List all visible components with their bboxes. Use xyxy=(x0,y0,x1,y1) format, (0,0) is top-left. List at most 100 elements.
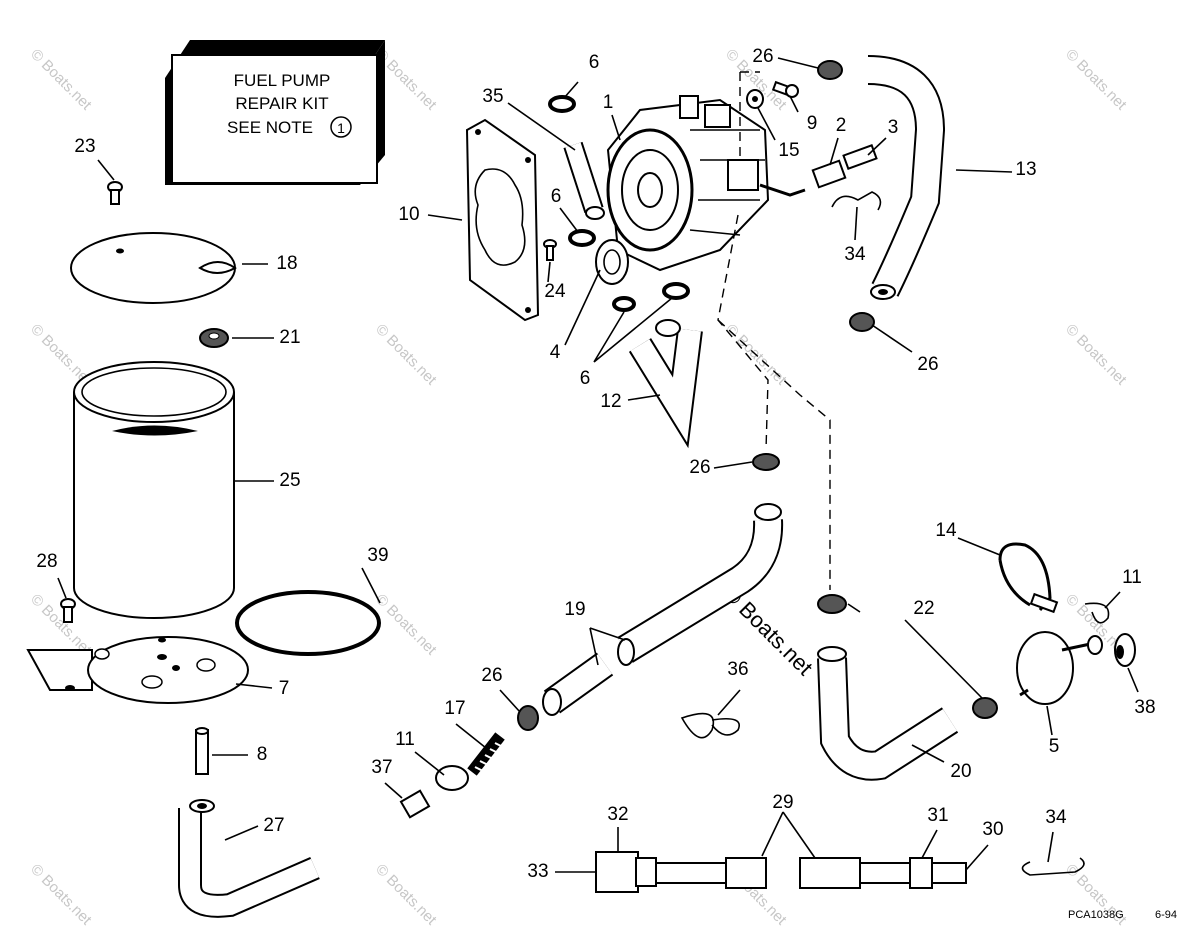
callout-26: 26 xyxy=(689,457,710,478)
callout-5: 5 xyxy=(1049,736,1060,757)
callout-26: 26 xyxy=(481,665,502,686)
callout-29: 29 xyxy=(772,792,793,813)
part-12-y-hose xyxy=(628,319,703,449)
part-39-o-ring xyxy=(235,590,381,656)
note-circle xyxy=(330,116,352,138)
callout-38: 38 xyxy=(1134,697,1155,718)
callout-9: 9 xyxy=(807,113,818,134)
part-11-clip xyxy=(435,765,469,791)
callout-11: 11 xyxy=(1122,567,1142,588)
part-31-fitting xyxy=(909,857,933,889)
callout-6: 6 xyxy=(580,368,591,389)
callout-34: 34 xyxy=(844,244,866,265)
watermark: © Boats.net xyxy=(27,861,95,929)
part-37-sleeve xyxy=(399,789,431,819)
part-6-clip xyxy=(548,95,576,113)
callout-7: 7 xyxy=(279,678,290,699)
part-25-filter-bowl xyxy=(73,361,235,619)
callout-6: 6 xyxy=(589,52,600,73)
part-20-elbow-hose xyxy=(817,646,959,781)
callout-21: 21 xyxy=(279,327,300,348)
watermark: © Boats.net xyxy=(1062,46,1130,114)
callout-1: 1 xyxy=(603,92,614,113)
callout-13: 13 xyxy=(1015,159,1036,180)
callout-19: 19 xyxy=(564,599,585,620)
callout-14: 14 xyxy=(935,520,957,541)
part-23-screw xyxy=(107,181,123,205)
callout-30: 30 xyxy=(982,819,1003,840)
part-6-clip xyxy=(568,229,596,247)
part-19-hose xyxy=(617,503,784,666)
callout-28: 28 xyxy=(36,551,57,572)
kit-line-3: SEE NOTE xyxy=(227,118,313,137)
drawing-date: 6-94 xyxy=(1155,909,1177,921)
callout-27: 27 xyxy=(263,815,284,836)
part-9-screw xyxy=(771,80,799,98)
part-24-screw xyxy=(543,239,557,261)
part-18-filter-cover xyxy=(70,232,237,304)
callout-18: 18 xyxy=(276,253,297,274)
part-13-hose xyxy=(867,55,946,300)
part-26-clamp xyxy=(752,453,780,471)
leader-lines xyxy=(57,57,1139,873)
callout-24: 24 xyxy=(544,281,566,302)
callout-11: 11 xyxy=(395,729,415,750)
part-21-grommet xyxy=(199,328,229,348)
hose-assembly xyxy=(595,851,967,893)
part-26-clamp xyxy=(817,60,843,80)
watermark: © Boats.net xyxy=(372,591,440,659)
callout-4: 4 xyxy=(550,342,561,363)
part-27-elbow-hose xyxy=(178,799,320,918)
callout-35: 35 xyxy=(482,86,503,107)
part-17-spring xyxy=(467,732,505,776)
part-5-inline-filter xyxy=(1016,631,1103,705)
kit-line-1: FUEL PUMP xyxy=(234,71,331,90)
callout-31: 31 xyxy=(927,805,948,826)
part-2-fitting xyxy=(811,159,847,189)
repair-kit-box: FUEL PUMP REPAIR KIT SEE NOTE 1 xyxy=(165,40,385,185)
kit-line-2: REPAIR KIT xyxy=(235,94,328,113)
part-30-nipple xyxy=(931,862,967,884)
part-35-tube xyxy=(563,141,605,220)
part-22-clamp xyxy=(817,594,847,614)
callout-34: 34 xyxy=(1045,807,1067,828)
part-32-connector xyxy=(595,851,639,893)
callout-20: 20 xyxy=(950,761,971,782)
part-34-clip xyxy=(1021,857,1085,876)
watermark: © Boats.net xyxy=(1062,321,1130,389)
part-3-check-valve xyxy=(842,144,878,170)
callout-23: 23 xyxy=(74,136,95,157)
part-26-clamp xyxy=(517,705,539,731)
callout-39: 39 xyxy=(367,545,388,566)
watermark: © Boats.net xyxy=(372,861,440,929)
callout-6: 6 xyxy=(551,186,562,207)
callout-25: 25 xyxy=(279,470,300,491)
part-11-clip xyxy=(1084,602,1110,624)
callout-26: 26 xyxy=(917,354,938,375)
callout-12: 12 xyxy=(600,391,621,412)
callout-numbers: 1 2 3 4 5 6 6 6 7 8 9 10 11 11 12 13 14 … xyxy=(36,46,1155,882)
part-7-filter-base xyxy=(26,636,249,704)
note-number: 1 xyxy=(337,120,345,136)
callout-8: 8 xyxy=(257,744,268,765)
callout-15: 15 xyxy=(778,140,799,161)
part-1-fuel-pump xyxy=(606,95,806,272)
part-28-screw xyxy=(60,598,76,623)
part-26-clamp xyxy=(849,312,875,332)
callout-33: 33 xyxy=(527,861,548,882)
connection-lines xyxy=(717,71,831,590)
callout-10: 10 xyxy=(398,204,419,225)
watermark: © Boats.net xyxy=(27,46,95,114)
part-6-clip xyxy=(612,282,690,312)
part-14-strap xyxy=(998,542,1059,614)
part-8-fitting xyxy=(195,727,209,775)
part-34-clip xyxy=(831,191,882,211)
part-10-bracket xyxy=(465,118,540,322)
callout-2: 2 xyxy=(836,115,847,136)
watermark: © Boats.net xyxy=(372,321,440,389)
part-4-fitting xyxy=(595,239,629,285)
part-19-hose-short xyxy=(542,652,614,716)
callout-17: 17 xyxy=(444,698,465,719)
